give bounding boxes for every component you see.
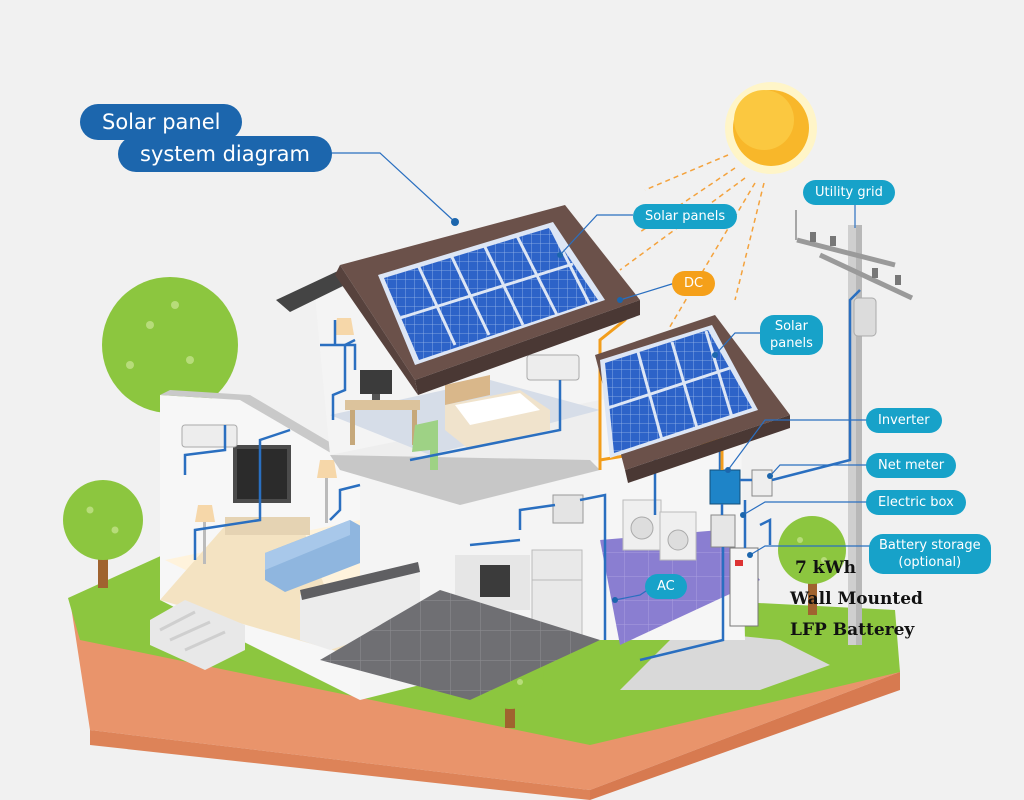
label-solar-panels-secondary: Solar panels [760, 315, 823, 355]
label-net-meter: Net meter [866, 453, 957, 478]
battery-note-capacity: 7 kWh [795, 558, 856, 578]
label-electric-box: Electric box [866, 490, 966, 515]
tree-right [778, 516, 846, 615]
kitchen-floor [320, 590, 600, 700]
main-solar-array [378, 222, 605, 365]
label-battery-line2: (optional) [898, 555, 962, 570]
title-line-2: system diagram [118, 136, 332, 172]
leader-dots [451, 218, 773, 603]
label-battery-storage: Battery storage (optional) [869, 534, 991, 574]
wiring [183, 289, 861, 662]
battery-note-chemistry: LFP Batterey [790, 620, 915, 640]
leader-lines [328, 152, 873, 601]
title-line-1: Solar panel [80, 104, 243, 140]
sun-rays [619, 154, 765, 331]
tree-left-small [63, 480, 143, 588]
label-inverter: Inverter [866, 408, 942, 433]
label-solar-panels: Solar panels [633, 204, 738, 229]
label-battery-line1: Battery storage [879, 538, 981, 553]
label-solar-line2: panels [770, 336, 813, 351]
main-house [300, 250, 600, 700]
utility-pole [795, 210, 914, 645]
label-solar-line1: Solar [774, 319, 808, 334]
secondary-roof [595, 315, 790, 483]
label-dc: DC [672, 271, 716, 296]
label-utility-grid: Utility grid [803, 180, 895, 205]
label-ac: AC [645, 574, 687, 599]
sun [725, 82, 817, 174]
battery-note-mount: Wall Mounted [790, 589, 923, 609]
